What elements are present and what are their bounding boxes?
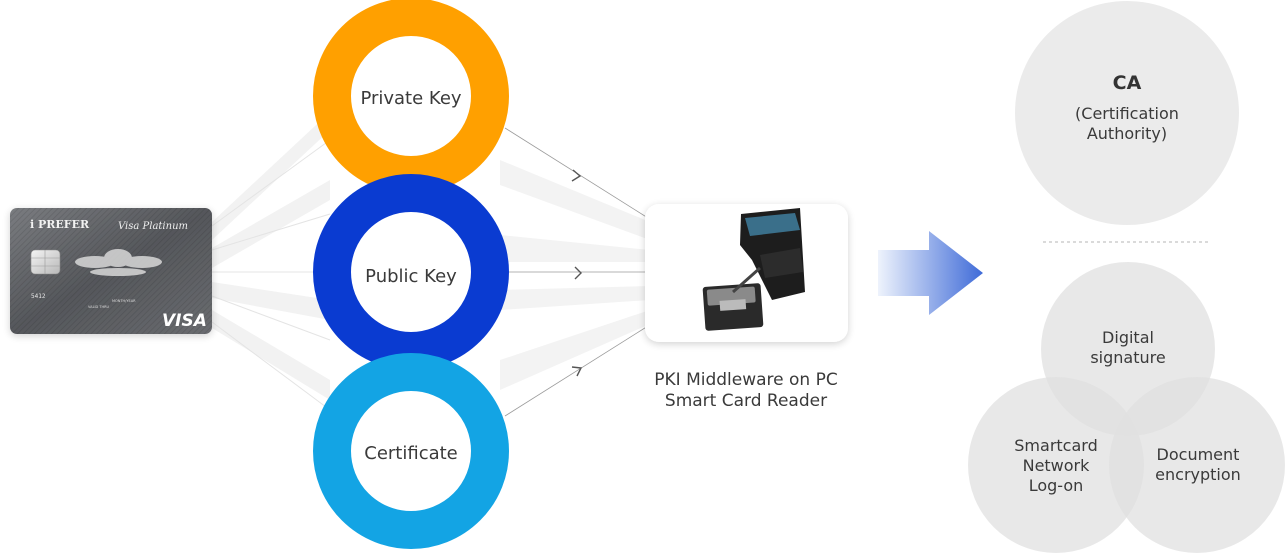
- card-network-logo: VISA: [162, 311, 207, 331]
- chevron-icon: [574, 266, 582, 280]
- card-ornament: [75, 249, 162, 276]
- venn-diagram: [968, 262, 1285, 553]
- ca-title: CA: [1113, 72, 1142, 94]
- venn-right-line2: encryption: [1155, 465, 1241, 484]
- reader-caption-line1: PKI Middleware on PC: [654, 370, 837, 390]
- venn-left-line3: Log-on: [1029, 476, 1084, 495]
- card-valid-label: VALID THRU: [88, 305, 110, 309]
- ring-public-key-label: Public Key: [365, 266, 457, 287]
- card-to-rings-fan: [212, 112, 330, 400]
- card-tier: Visa Platinum: [118, 221, 188, 232]
- venn-circle-document-encryption: [1109, 377, 1285, 553]
- ring-public-key: [313, 174, 509, 370]
- right-arrow-icon: [878, 231, 983, 315]
- card-number: 5412: [31, 293, 46, 300]
- card-chip: [30, 249, 61, 275]
- ring-certificate: [313, 353, 509, 549]
- smart-card-reader-image: [702, 208, 805, 331]
- venn-right-line1: Document: [1157, 445, 1240, 464]
- reader-caption-line2: Smart Card Reader: [665, 391, 827, 411]
- card-expiry-label: MONTH/YEAR: [112, 299, 136, 303]
- ring-private-key-label: Private Key: [360, 88, 461, 109]
- ca-circle: [1015, 1, 1239, 225]
- rings-to-reader-fan: [500, 160, 650, 390]
- chevron-icon: [571, 169, 582, 182]
- venn-left-line1: Smartcard: [1014, 436, 1097, 455]
- venn-left-line2: Network: [1023, 456, 1091, 475]
- ca-subtitle-line2: Authority): [1087, 124, 1167, 143]
- ring-certificate-label: Certificate: [364, 443, 458, 464]
- ca-subtitle-line1: (Certification: [1075, 104, 1179, 123]
- venn-top-line1: Digital: [1102, 328, 1154, 347]
- card-brand: i PREFER: [30, 218, 90, 231]
- flow-chevrons: [571, 169, 583, 377]
- venn-top-line2: signature: [1090, 348, 1165, 367]
- venn-circle-smartcard-logon: [968, 377, 1144, 553]
- chevron-icon: [571, 366, 583, 377]
- card-to-rings-lines: [211, 139, 331, 411]
- credit-card: i PREFER Visa Platinum 5412 VALID THRU M…: [10, 208, 212, 334]
